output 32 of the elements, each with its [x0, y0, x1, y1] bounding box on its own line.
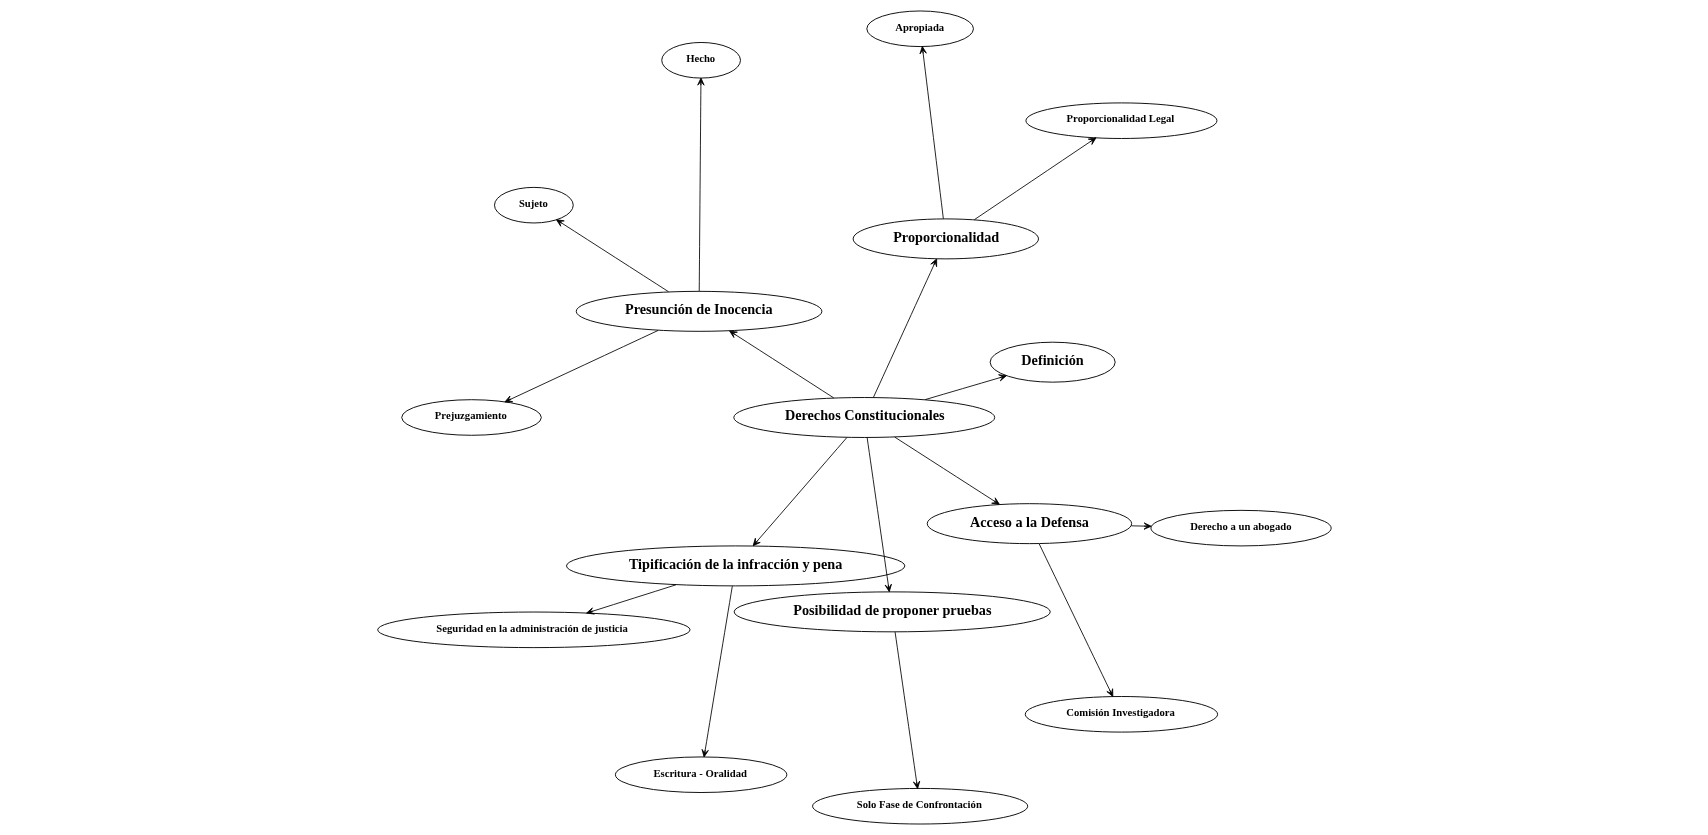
arrow [701, 585, 733, 758]
node-ellipse: Presunción de Inocencia [575, 290, 822, 332]
node-ellipse: Apropiada [865, 10, 974, 48]
arrow [893, 436, 1000, 505]
arrow [752, 437, 847, 547]
arrow [1038, 543, 1113, 697]
arrow [555, 219, 669, 293]
node-ellipse: Tipificación de la infracción y pena [565, 545, 905, 587]
arrow [504, 330, 659, 403]
node-ellipse: Comisión Investigadora [1024, 696, 1218, 733]
node-ellipse: Derecho a un abogado [1149, 509, 1332, 547]
arrow [973, 137, 1096, 221]
arrow [585, 584, 676, 615]
node-ellipse: Derechos Constitucionales [732, 397, 995, 438]
arrow [872, 258, 937, 398]
node-ellipse: Seguridad en la administración de justicia [376, 611, 690, 649]
node-ellipse: Solo Fase de Confrontación [811, 787, 1028, 825]
node-ellipse: Sujeto [493, 186, 574, 224]
arrow [728, 330, 834, 399]
node-ellipse: Escritura - Oralidad [614, 756, 787, 793]
node-ellipse: Prejuzgamiento [400, 399, 542, 436]
arrow [924, 374, 1007, 401]
node-ellipse: Hecho [660, 42, 741, 79]
arrow [894, 631, 920, 789]
node-ellipse: Proporcionalidad Legal [1024, 102, 1217, 139]
arrow [919, 46, 944, 220]
node-ellipse: Posibilidad de proponer pruebas [733, 591, 1051, 633]
arrow [1130, 522, 1152, 530]
arrow [696, 77, 705, 292]
node-ellipse: Acceso a la Defensa [926, 503, 1132, 545]
node-ellipse: Proporcionalidad [852, 218, 1039, 260]
arrow [866, 437, 892, 593]
